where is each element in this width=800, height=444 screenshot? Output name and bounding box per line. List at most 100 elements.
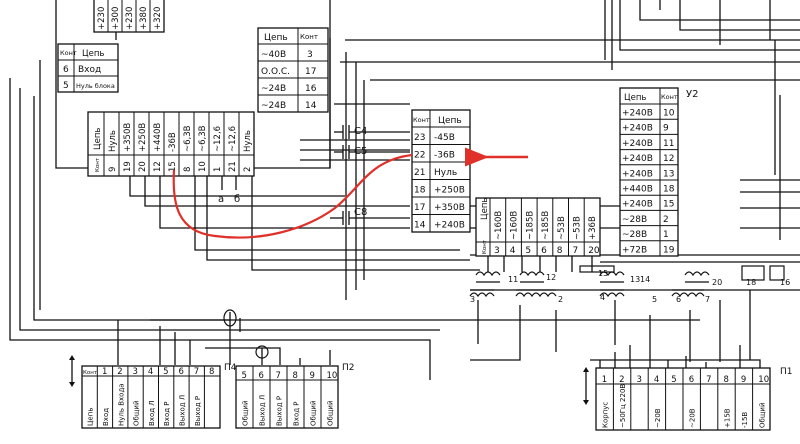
left-block-contact-5: 8 [183, 167, 193, 172]
upper-row-2-contact: 16 [305, 84, 317, 94]
right-row-7-circuit: ~28В [622, 215, 647, 225]
right-row-4-contact: 13 [663, 169, 674, 179]
right-row-1-circuit: +240В [622, 124, 653, 134]
right-row-3-circuit: +240В [622, 154, 653, 164]
p4-contact-7: 7 [194, 367, 199, 377]
middle-contact-4: 8 [557, 246, 563, 256]
upper-row-3-contact: 14 [305, 101, 317, 111]
left-block-circuit-4: -36В [168, 132, 178, 152]
p1-contact-2: 3 [637, 375, 642, 385]
right-row-0-circuit: +240В [622, 109, 653, 119]
center-row-3-circuit: +250В [434, 186, 465, 196]
transformer-label-4: 15 [598, 269, 608, 278]
middle-circuit-6: +36В [588, 216, 598, 240]
top-fragment-label-3: +380 [139, 7, 149, 30]
p1-circuit-5: ~20В [689, 408, 697, 428]
transformer-label-3: 14 [640, 275, 650, 284]
transformer-label-5: 20 [712, 278, 722, 287]
coil-20 [684, 271, 710, 277]
transformer-label-8: 3 [470, 295, 475, 304]
transformer-label-13: 7 [705, 295, 710, 304]
middle-header-contact: Конт [482, 239, 488, 254]
right-row-5-contact: 18 [663, 185, 675, 195]
middle-block: ~160В3~160В4~185В5~185В6~53В8~53В7+36В20… [475, 197, 601, 257]
right-row-0-contact: 10 [663, 109, 675, 119]
upper-row-0-circuit: ~40В [261, 50, 286, 60]
center-row-3-contact: 18 [414, 186, 426, 196]
right-row-6-circuit: +240В [622, 200, 653, 210]
left-block-contact-4: 15 [168, 161, 178, 172]
p2-circuit-3: Вход Р [293, 401, 301, 426]
p1-contact-6: 7 [706, 375, 711, 385]
right-table-label: У2 [686, 89, 698, 100]
left-block-header-contact: Конт [95, 157, 101, 172]
red-annotation-curve [172, 153, 413, 239]
center-row-1-circuit: -36В [434, 151, 455, 161]
p2-contact-5: 10 [327, 371, 338, 381]
label-a: а [218, 194, 224, 205]
left-block-circuit-1: +350В [123, 123, 133, 152]
left-block-contact-1: 19 [123, 161, 133, 172]
right-header-circuit: Цепь [624, 93, 646, 103]
p4-contact-2: 2 [117, 367, 122, 377]
p2-circuit-5: Общий [327, 400, 335, 426]
right-row-6-contact: 15 [663, 200, 674, 210]
top-left-table: Конт Цепь 6 Вход 5 Нуль блока [57, 43, 119, 93]
center-header-contact: Конт [413, 116, 430, 124]
left-block-contact-3: 12 [153, 161, 163, 172]
top-fragment-label-1: +300 [111, 7, 121, 30]
upper-table: Цепь Конт ~40В 3 О.О.С. 17 ~24В 16 ~24В … [257, 27, 329, 113]
p4-circuit-6: Выход Л [178, 395, 186, 426]
transformer-label-11: 4 [600, 293, 605, 302]
middle-circuit-1: ~160В [510, 211, 520, 240]
coil-12 [519, 271, 545, 277]
p1-contact-0: 1 [602, 375, 607, 385]
transformer-label-2: 13 [630, 275, 640, 284]
p1-contact-8: 9 [741, 375, 746, 385]
p1-contact-3: 4 [654, 375, 659, 385]
upper-row-1-contact: 17 [305, 67, 316, 77]
capacitor-label-c4: C4 [354, 126, 367, 137]
p4-contact-3: 3 [133, 367, 138, 377]
p2-circuit-0: Общий [242, 400, 250, 426]
p4-contact-0: Конт [83, 370, 98, 376]
p4-circuit-0: Цепь [87, 408, 95, 426]
p4-circuit-4: Вход Л [148, 400, 156, 426]
right-row-8-circuit: ~28В [622, 230, 647, 240]
right-row-7-contact: 2 [663, 215, 669, 225]
center-row-5-circuit: +240В [434, 221, 465, 231]
middle-circuit-3: ~185В [541, 211, 551, 240]
capacitor-c8 [330, 211, 410, 225]
center-row-2-circuit: Нуль [434, 168, 457, 178]
connector-p4-label: П4 [224, 363, 237, 373]
p1-circuit-3: ~20В [654, 408, 662, 428]
left-block-circuit-8: ~12,6 [228, 126, 238, 152]
connector-p1-label: П1 [780, 367, 793, 377]
right-row-8-contact: 1 [663, 230, 669, 240]
right-row-9-contact: 19 [663, 245, 675, 255]
p1-contact-4: 5 [671, 375, 676, 385]
wiring [9, 0, 800, 380]
p1-circuit-1: ~50Гц 220В [619, 384, 627, 428]
p1-circuit-7: +15В [724, 408, 732, 428]
p2-contact-1: 6 [259, 371, 264, 381]
top-fragment-label-0: +230 [97, 7, 107, 30]
p1-contact-9: 10 [758, 375, 769, 385]
right-row-3-contact: 12 [663, 154, 674, 164]
left-block-header-circuit: Цепь [93, 128, 103, 150]
top-left-row-1-circuit: Нуль блока [76, 82, 115, 90]
right-row-5-circuit: +440В [622, 185, 653, 195]
connector-p2-label: П2 [342, 363, 355, 373]
left-block-contact-2: 20 [138, 161, 148, 172]
top-left-header-contact: Конт [60, 49, 77, 57]
center-row-0-circuit: -45В [434, 133, 455, 143]
left-block-contact-0: 9 [108, 167, 118, 172]
p4-contact-1: 1 [102, 367, 107, 377]
p4-contact-4: 4 [148, 367, 153, 377]
right-row-4-circuit: +240В [622, 169, 653, 179]
